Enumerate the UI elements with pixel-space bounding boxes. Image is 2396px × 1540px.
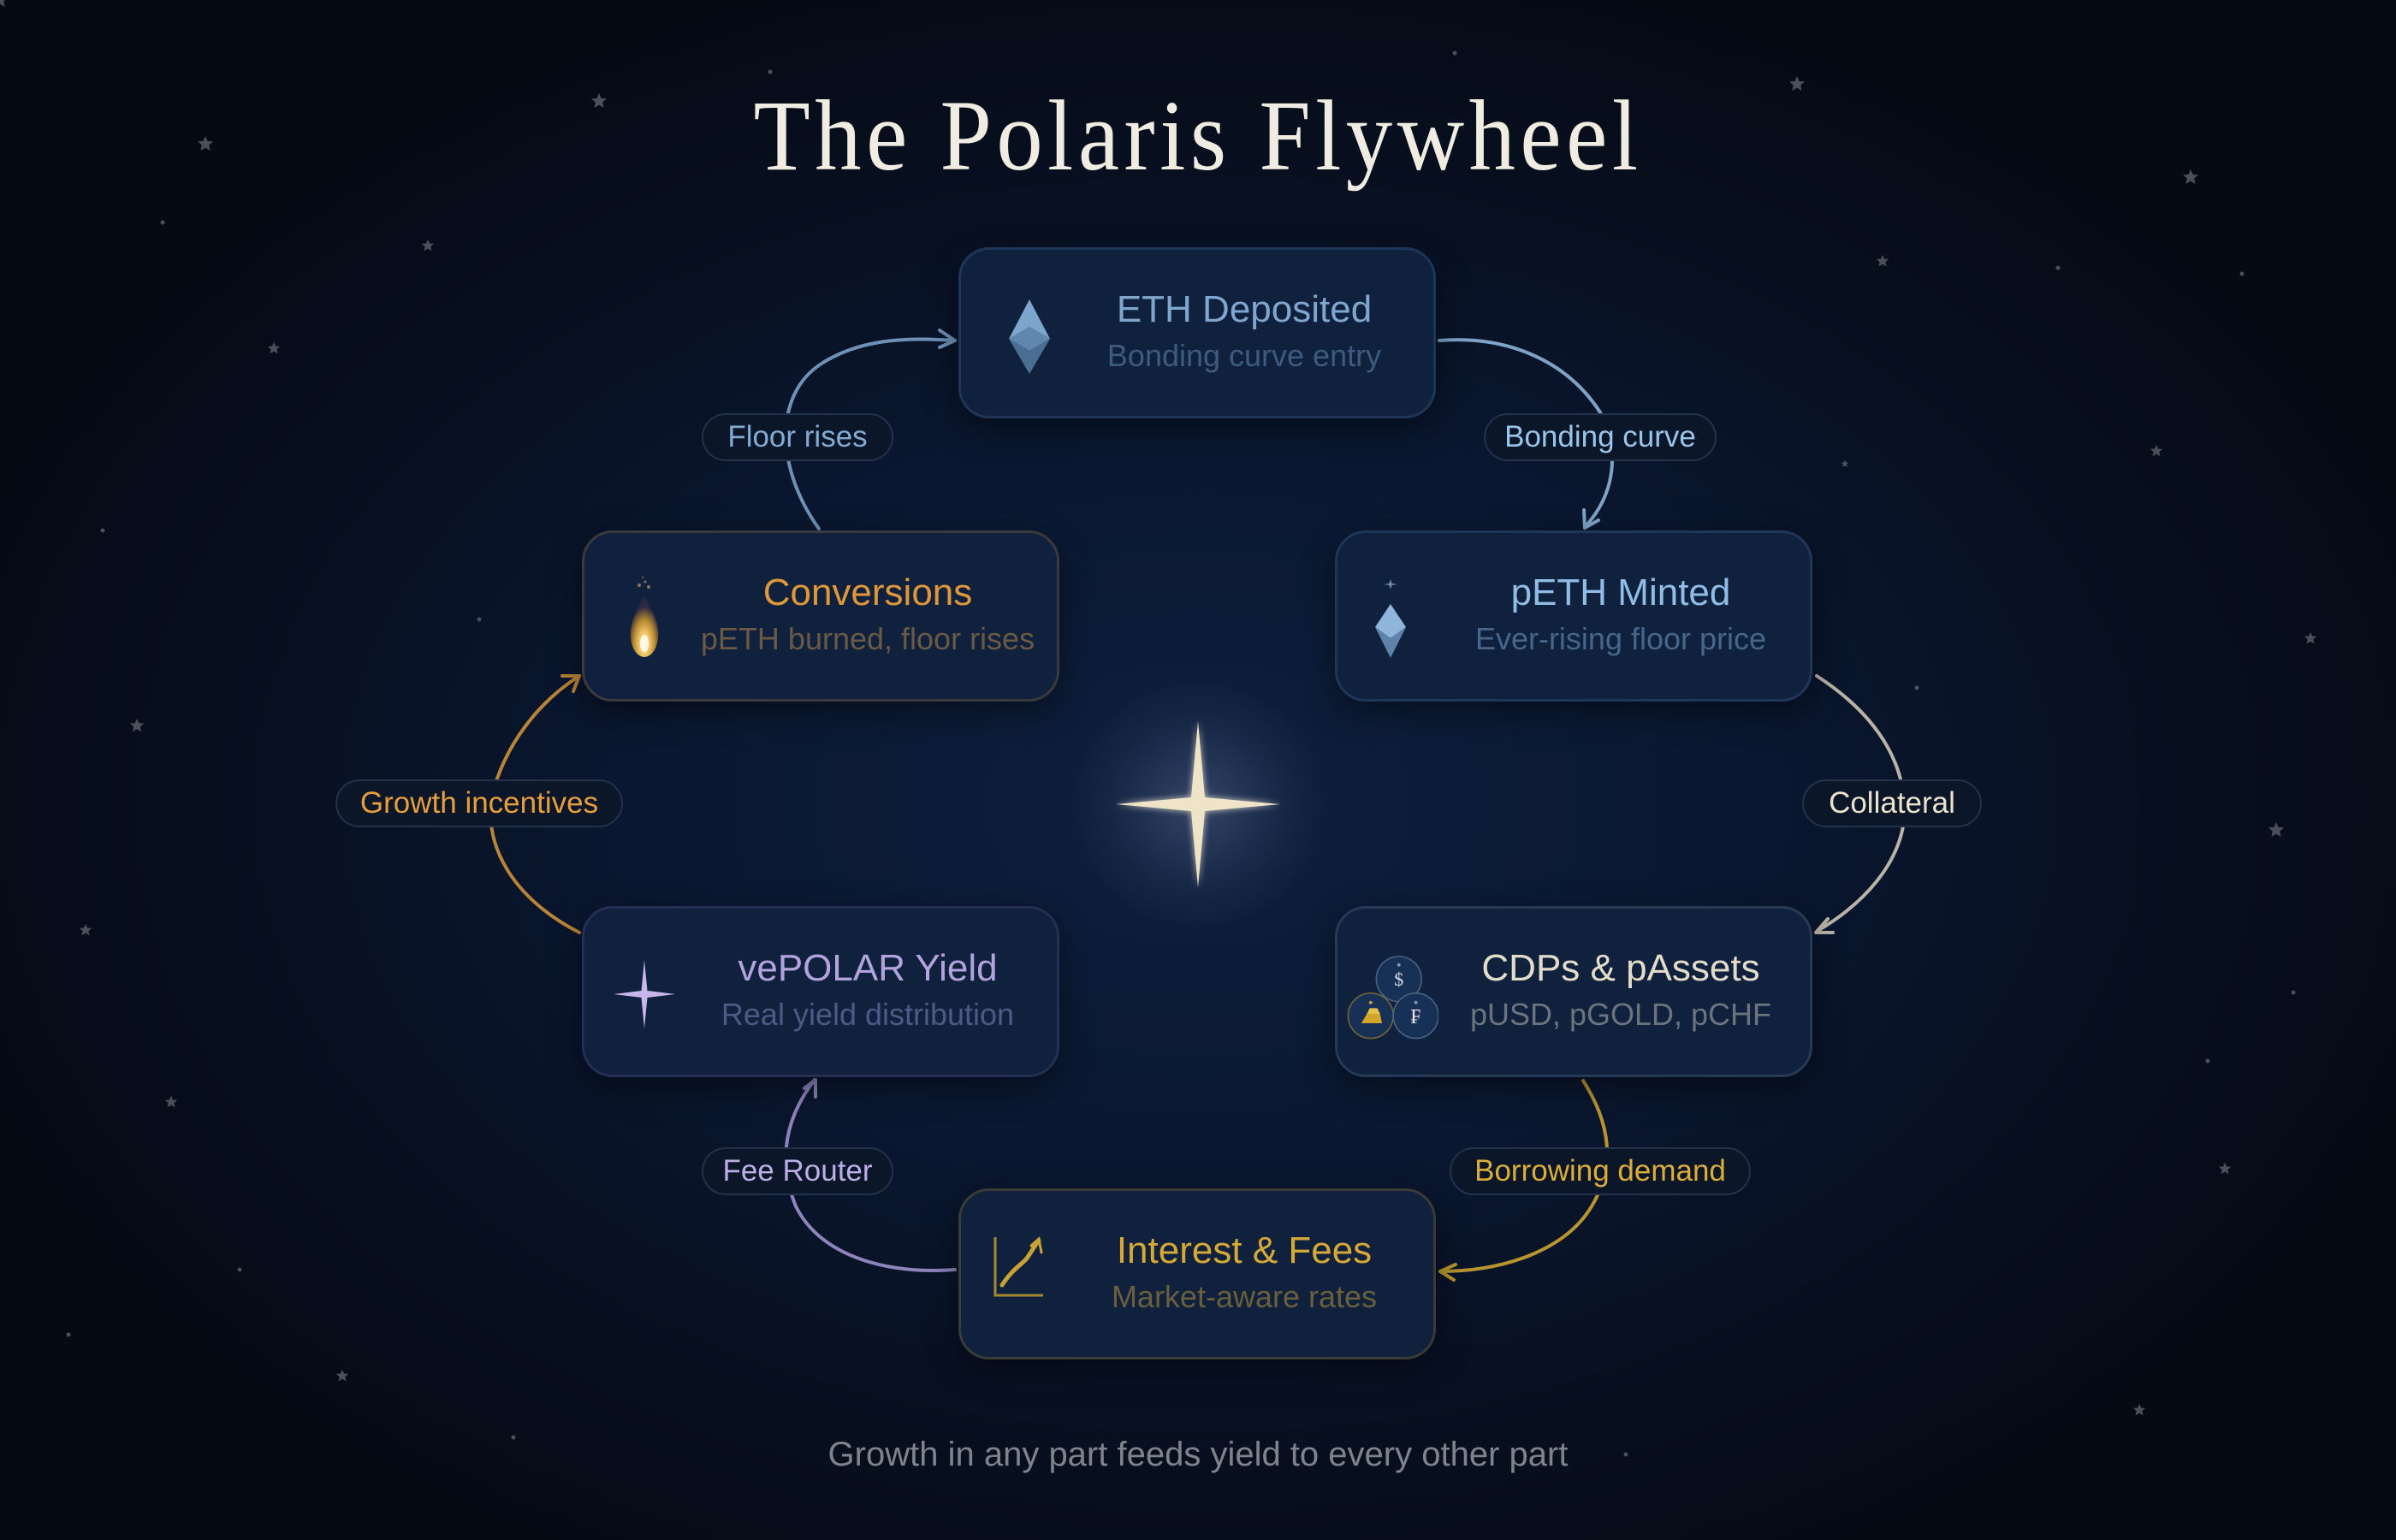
sparkle-diamond-icon: [1375, 579, 1406, 658]
arrowhead-icon: [938, 329, 957, 349]
node-title: vePOLAR Yield: [738, 947, 998, 989]
node-title: Interest & Fees: [1116, 1229, 1373, 1271]
page-title: The Polaris Flywheel: [753, 80, 1643, 192]
node-peth-minted[interactable]: pETH Minted Ever-rising floor price: [1335, 530, 1812, 702]
edge-bonding-curve: [1438, 338, 1615, 528]
polaris-star-icon: [1116, 721, 1280, 887]
node-title: CDPs & pAssets: [1481, 947, 1760, 989]
node-subtitle: Bonding curve entry: [1106, 338, 1382, 373]
node-subtitle: pETH burned, floor rises: [700, 621, 1035, 656]
flame-icon: [630, 577, 659, 657]
rising-chart-icon: [993, 1236, 1043, 1297]
edge-label-borrowing-demand: Borrowing demand: [1450, 1147, 1751, 1195]
node-title: pETH Minted: [1510, 572, 1731, 613]
edge-label-fee-router: Fee Router: [702, 1147, 893, 1195]
node-subtitle: Ever-rising floor price: [1474, 621, 1767, 656]
node-cdps-passets[interactable]: $ ₣ CDPs & pAssets pUSD, pGOLD, pCHF: [1335, 906, 1812, 1077]
edge-label-growth-incentives: Growth incentives: [335, 779, 623, 827]
node-title: ETH Deposited: [1116, 288, 1373, 330]
node-vepolar-yield[interactable]: vePOLAR Yield Real yield distribution: [582, 906, 1059, 1077]
node-interest-fees[interactable]: Interest & Fees Market-aware rates: [958, 1188, 1436, 1359]
footer-tagline: Growth in any part feeds yield to every …: [827, 1436, 1569, 1473]
edge-floor-rises: [784, 337, 957, 530]
edge-label-bonding-curve: Bonding curve: [1484, 413, 1717, 461]
svg-text:₣: ₣: [1411, 1005, 1421, 1028]
four-point-star-icon: [614, 960, 675, 1028]
arrowhead-icon: [1814, 917, 1835, 934]
edge-label-floor-rises: Floor rises: [702, 413, 893, 461]
node-conversions[interactable]: Conversions pETH burned, floor rises: [582, 530, 1059, 702]
arrowhead-icon: [803, 1078, 817, 1099]
node-subtitle: Market-aware rates: [1111, 1279, 1378, 1314]
ethereum-diamond-icon: [1009, 299, 1050, 374]
edge-label-collateral: Collateral: [1802, 779, 1982, 827]
node-subtitle: pUSD, pGOLD, pCHF: [1469, 997, 1772, 1032]
coin-cluster-icon: $ ₣: [1347, 956, 1438, 1040]
background-stars-icon: [0, 0, 2317, 1457]
edge-fee-router: [784, 1078, 957, 1273]
node-subtitle: Real yield distribution: [721, 997, 1015, 1032]
edge-borrowing-demand: [1438, 1079, 1610, 1273]
arrowhead-icon: [1582, 508, 1600, 530]
svg-text:$: $: [1394, 968, 1403, 990]
node-title: Conversions: [762, 572, 973, 613]
node-eth-deposited[interactable]: ETH Deposited Bonding curve entry: [958, 247, 1436, 418]
arrowhead-icon: [560, 674, 581, 693]
arrowhead-icon: [1438, 1263, 1457, 1282]
